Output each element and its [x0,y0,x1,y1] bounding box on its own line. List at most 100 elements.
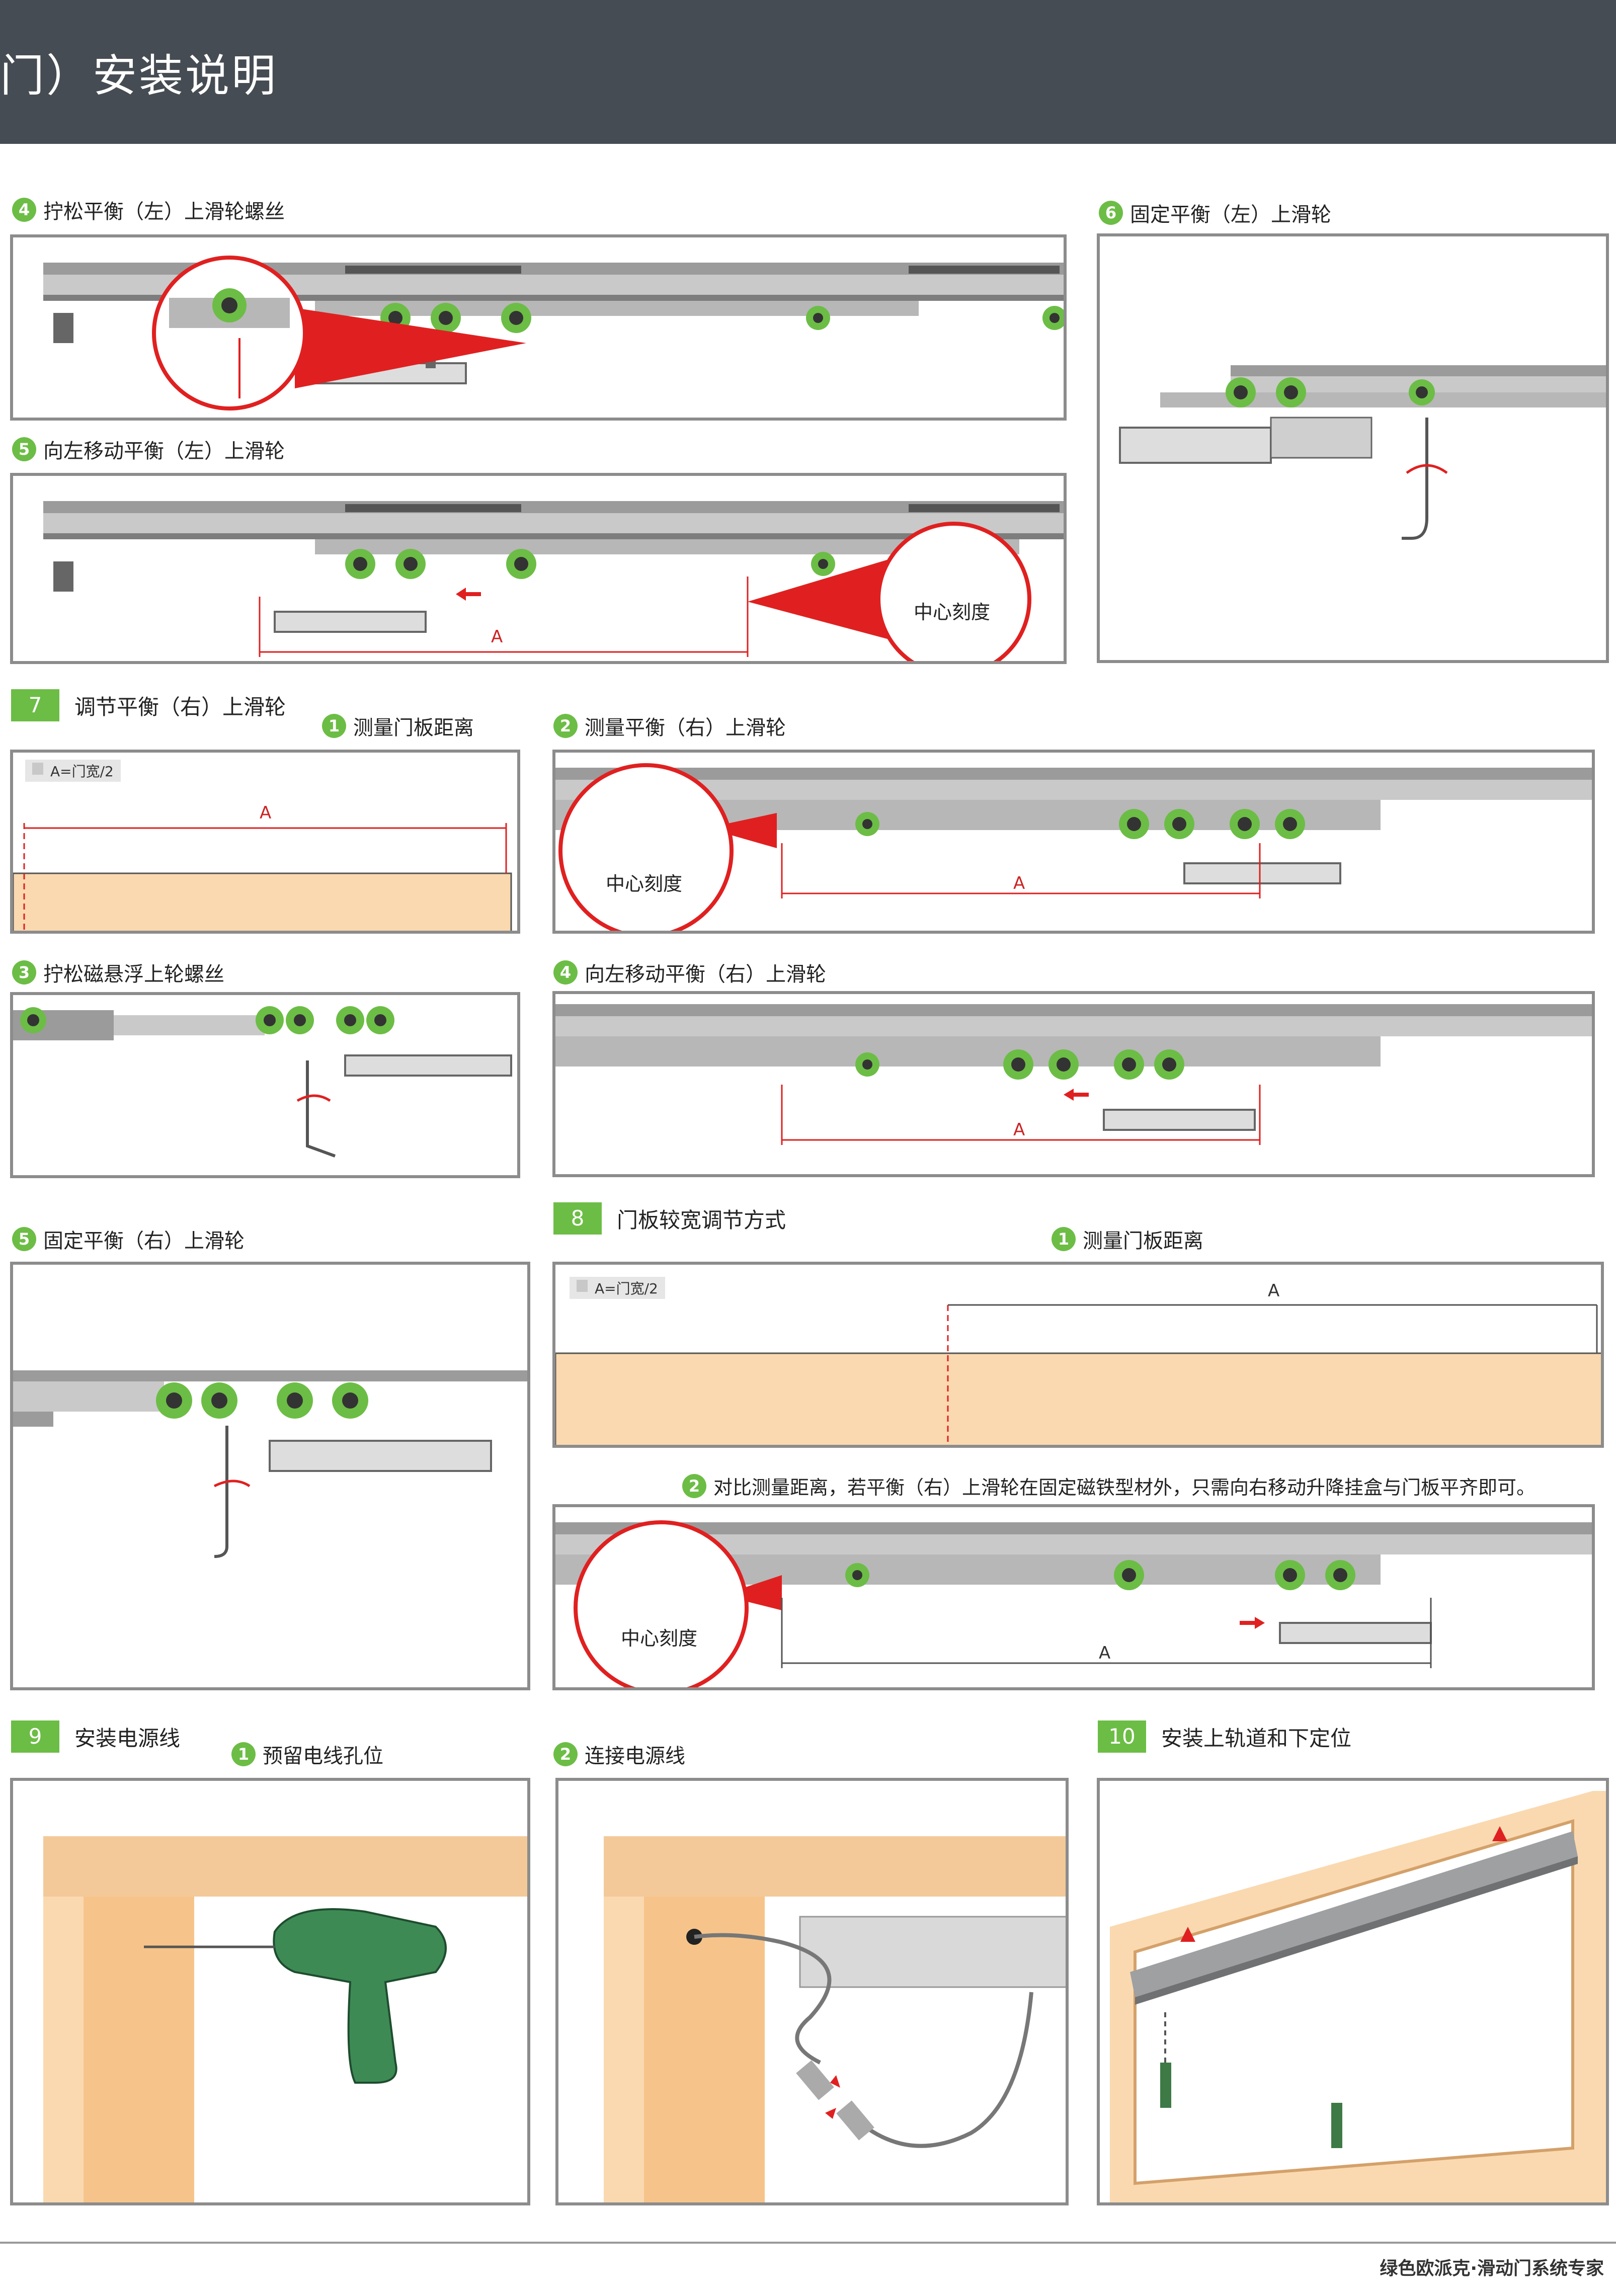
step-label: 测量门板距离 [1083,1229,1203,1253]
sec7-step1-caption: 1 测量门板距离 [322,711,474,741]
section-number: 9 [11,1720,59,1753]
step-label: 固定平衡（左）上滑轮 [1130,203,1331,226]
wheel-icon [1154,1049,1184,1080]
wheel-icon [501,303,531,333]
dimension-label: A [1013,1120,1025,1140]
step-label: 拧松平衡（左）上滑轮螺丝 [43,200,285,223]
door-measure-illustration [555,1304,1601,1445]
panel-sec9-step1 [10,1778,530,2205]
sec8-step1-caption: 1 测量门板距离 [1052,1224,1203,1254]
step-label: 向左移动平衡（右）上滑轮 [585,963,826,986]
panel-sec7-step2: 中心刻度 A [552,750,1595,934]
rail-illustration [555,1520,1592,1687]
step-label: 向左移动平衡（左）上滑轮 [43,440,285,463]
panel-sec8-step2: 中心刻度 A [552,1504,1595,1690]
wheel-icon [1325,1560,1355,1590]
step-badge: 1 [231,1742,256,1766]
step-badge: 3 [12,960,36,985]
panel-sec7-step3 [10,992,520,1178]
step-badge: 4 [553,960,578,985]
dimension-label: A [1013,873,1025,893]
rail-illustration [43,501,1064,661]
panel-sec9-step2 [555,1778,1069,2205]
step-label: 测量门板距离 [353,716,474,740]
rail-illustration [1119,365,1606,540]
wheel-icon [506,549,536,579]
section-10-heading: 10 安装上轨道和下定位 [1098,1720,1351,1753]
section-number: 7 [11,689,59,721]
step-badge: 2 [553,714,578,738]
wheel-icon [156,1382,192,1419]
wheel-icon [277,1382,313,1419]
wheel-icon [1275,809,1305,839]
step-badge: 1 [1052,1227,1076,1251]
footer-divider [0,2242,1616,2244]
rail-install-illustration [1110,1791,1606,2202]
formula-note: A=门宽/2 [570,1277,665,1299]
rail-illustration [555,1004,1592,1145]
wheel-icon [845,1563,869,1587]
sec7-step4-caption: 4 向左移动平衡（右）上滑轮 [553,958,826,987]
rail-illustration [43,256,1064,411]
sec9-step1-caption: 1 预留电线孔位 [231,1740,383,1769]
wheel-icon [212,288,247,322]
sec7-step5-caption: 5 固定平衡（右）上滑轮 [12,1224,245,1254]
dimension-label: A [1099,1643,1111,1663]
wheel-icon [1276,377,1306,407]
dimension-label: A [1268,1281,1280,1301]
wheel-icon [1048,1049,1079,1080]
section-title: 门板较宽调节方式 [617,1207,786,1233]
dimension-label: A [260,803,272,823]
sec8-step2-caption: 2 对比测量距离，若平衡（右）上滑轮在固定磁铁型材外，只需向右移动升降挂盒与门板… [682,1472,1536,1500]
sec7-step3-caption: 3 拧松磁悬浮上轮螺丝 [12,958,224,987]
sec7-step2-caption: 2 测量平衡（右）上滑轮 [553,711,786,741]
step-badge: 2 [682,1473,706,1498]
wheel-icon [811,552,835,576]
formula-note: A=门宽/2 [25,760,121,782]
wheel-icon [1164,809,1194,839]
wheel-icon [20,1007,46,1033]
wheel-icon [345,549,375,579]
section-8-heading: 8 门板较宽调节方式 [553,1202,786,1235]
wheel-icon [332,1382,368,1419]
center-scale-label: 中心刻度 [914,601,991,623]
wheel-icon [1042,306,1064,330]
wheel-icon [431,303,461,333]
step-badge: 5 [12,1227,36,1251]
panel-sec10 [1097,1778,1609,2205]
wheel-icon [1230,809,1260,839]
wheel-icon [1409,379,1435,405]
step-5-caption: 5 向左移动平衡（左）上滑轮 [12,435,285,464]
center-scale-label: 中心刻度 [621,1627,698,1650]
step-badge: 5 [12,437,36,461]
page-title: 门）安装说明 [0,50,278,102]
step-label: 固定平衡（右）上滑轮 [43,1229,245,1253]
wheel-icon [1275,1560,1305,1590]
step-badge: 4 [12,198,36,222]
step-6-caption: 6 固定平衡（左）上滑轮 [1099,198,1331,227]
panel-step4 [10,234,1067,421]
rail-illustration [555,763,1592,931]
wheel-icon [366,1006,394,1034]
step-4-caption: 4 拧松平衡（左）上滑轮螺丝 [12,195,285,224]
center-scale-label: 中心刻度 [606,873,683,895]
drill-illustration [43,1836,527,2202]
wheel-icon [855,1052,879,1077]
section-title: 安装上轨道和下定位 [1161,1726,1352,1751]
wheel-icon [395,549,426,579]
wheel-icon [1119,809,1149,839]
wheel-icon [1003,1049,1033,1080]
section-title: 调节平衡（右）上滑轮 [74,694,286,719]
step-badge: 6 [1099,201,1123,225]
step-label: 拧松磁悬浮上轮螺丝 [43,963,224,986]
rail-illustration [13,1370,527,1558]
wheel-icon [806,306,830,330]
step-badge: 1 [322,714,346,738]
panel-sec7-step1: A=门宽/2 A [10,750,520,934]
wheel-icon [1114,1560,1144,1590]
drill-icon [144,1908,447,2084]
panel-sec7-step4: A [552,991,1595,1177]
section-number: 8 [553,1202,602,1235]
sec9-step2-caption: 2 连接电源线 [553,1740,685,1769]
footer-brand-text: 绿色欧派克·滑动门系统专家 [1380,2258,1604,2279]
